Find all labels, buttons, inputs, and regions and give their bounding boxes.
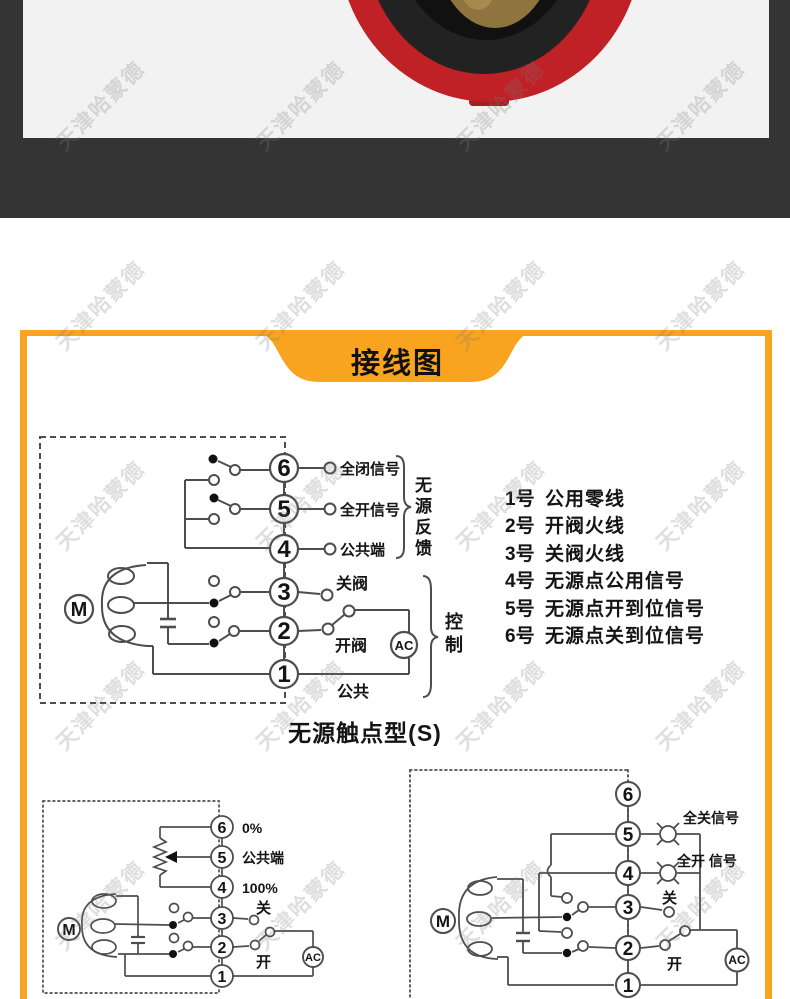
terminal-label: 2: [623, 939, 634, 960]
product-photo: [23, 0, 769, 138]
ac-label: AC: [728, 953, 746, 967]
legend-desc: 关阀火线: [545, 543, 626, 565]
feedback-group-label: 无源反馈: [412, 476, 431, 560]
terminal-circles: [210, 815, 234, 988]
terminal-label: 6: [277, 455, 290, 482]
terminal-label: 4: [218, 880, 227, 897]
legend-desc: 无源点关到位信号: [545, 625, 706, 647]
terminal-label: 3: [623, 898, 634, 919]
control-group-label: 控制: [443, 612, 463, 658]
terminal-label: 3: [277, 579, 290, 606]
terminal-label: 2: [277, 618, 290, 645]
ac-label: AC: [395, 638, 414, 653]
legend-desc: 公用零线: [545, 489, 626, 510]
actuator-dotted-box: [42, 800, 220, 994]
hundred-percent-label: 100%: [242, 880, 278, 896]
diagram-bottom-right-linework: [409, 769, 750, 999]
common-terminal-label: 公共端: [242, 850, 284, 866]
legend-row: 3号 关阀火线: [505, 539, 705, 566]
legend-number: 2号: [505, 516, 535, 538]
legend-number: 6号: [505, 625, 535, 647]
terminal-label: 5: [277, 496, 290, 523]
terminal-label: 5: [623, 825, 634, 846]
full-open-signal-label: 全开信号: [339, 501, 400, 519]
banner-ribbon: [246, 330, 544, 382]
terminal-label: 1: [277, 661, 290, 688]
motor-label: M: [71, 599, 88, 621]
motor-circle: [57, 917, 81, 941]
common-terminal-label: 公共端: [340, 541, 385, 559]
close-valve-label: 关阀: [336, 574, 368, 593]
top-dark-band: [0, 0, 790, 218]
diagram-caption: 无源触点型(S): [288, 720, 442, 746]
common-label: 公共: [337, 683, 369, 701]
open-valve-label: 开阀: [335, 636, 367, 655]
legend-number: 3号: [505, 543, 535, 565]
terminal-label: 4: [623, 864, 634, 885]
diagram-bottom-left-linework: [42, 800, 324, 994]
ac-source-circle: [389, 630, 419, 660]
legend-number: 5号: [505, 598, 535, 620]
terminal-label: 4: [277, 536, 291, 563]
full-close-signal-label: 全关信号: [682, 810, 739, 826]
terminal-circles: [268, 452, 300, 690]
valve-photo-graphic: [348, 0, 632, 106]
page-title: 接线图: [350, 348, 444, 380]
terminal-label: 1: [218, 969, 227, 986]
legend-desc: 无源点开到位信号: [545, 598, 706, 620]
open-label: 开: [256, 954, 271, 971]
legend-row: 2号 开阀火线: [505, 511, 705, 538]
terminal-circles: [615, 781, 641, 998]
close-label: 关: [662, 889, 677, 907]
terminal-label: 6: [218, 820, 227, 837]
actuator-dashed-box: [39, 436, 286, 704]
terminal-legend: 1号 公用零线 2号 开阀火线 3号 关阀火线 4号 无源点公用信号 5号 无源…: [505, 484, 705, 648]
ac-source-circle: [302, 946, 324, 968]
full-open-signal-label: 全开 信号: [676, 853, 737, 869]
control-brace: [422, 575, 439, 698]
legend-row: 4号 无源点公用信号: [505, 566, 705, 593]
valve-brass-highlight: [463, 0, 493, 10]
terminal-label: 5: [218, 850, 227, 867]
diagram-top-linework: [39, 436, 439, 704]
full-close-signal-label: 全闭信号: [339, 460, 400, 478]
legend-desc: 开阀火线: [545, 516, 626, 538]
ac-source-circle: [724, 947, 750, 973]
motor-circle: [430, 908, 456, 934]
terminal-label: 6: [623, 785, 634, 806]
legend-number: 1号: [505, 489, 535, 510]
terminal-label: 3: [218, 911, 227, 928]
legend-row: 1号 公用零线: [505, 484, 705, 511]
motor-label: M: [62, 922, 75, 939]
terminal-label: 1: [623, 976, 634, 997]
terminal-label: 2: [218, 940, 227, 957]
feedback-brace: [395, 455, 412, 559]
motor-label: M: [436, 912, 450, 931]
legend-row: 6号 无源点关到位信号: [505, 621, 705, 648]
legend-row: 5号 无源点开到位信号: [505, 594, 705, 621]
ac-label: AC: [305, 952, 321, 964]
diagram-top-text: 6 5 4 3 2 1 全闭信号 全开信号 公共端 关阀 开阀 公共 AC M: [71, 455, 414, 701]
diagram-bottom-right-text: 6 5 4 3 2 1 全关信号 全开 信号 关 开 AC M: [436, 785, 746, 997]
close-label: 关: [256, 899, 271, 917]
zero-percent-label: 0%: [242, 820, 263, 836]
legend-number: 4号: [505, 571, 535, 593]
wiring-diagram-panel: [20, 330, 772, 999]
motor-circle: [63, 593, 95, 625]
open-label: 开: [667, 956, 682, 973]
legend-desc: 无源点公用信号: [545, 571, 686, 593]
diagram-bottom-left-text: 6 5 4 3 2 1 0% 公共端 100% 关 开 AC M: [62, 820, 321, 986]
